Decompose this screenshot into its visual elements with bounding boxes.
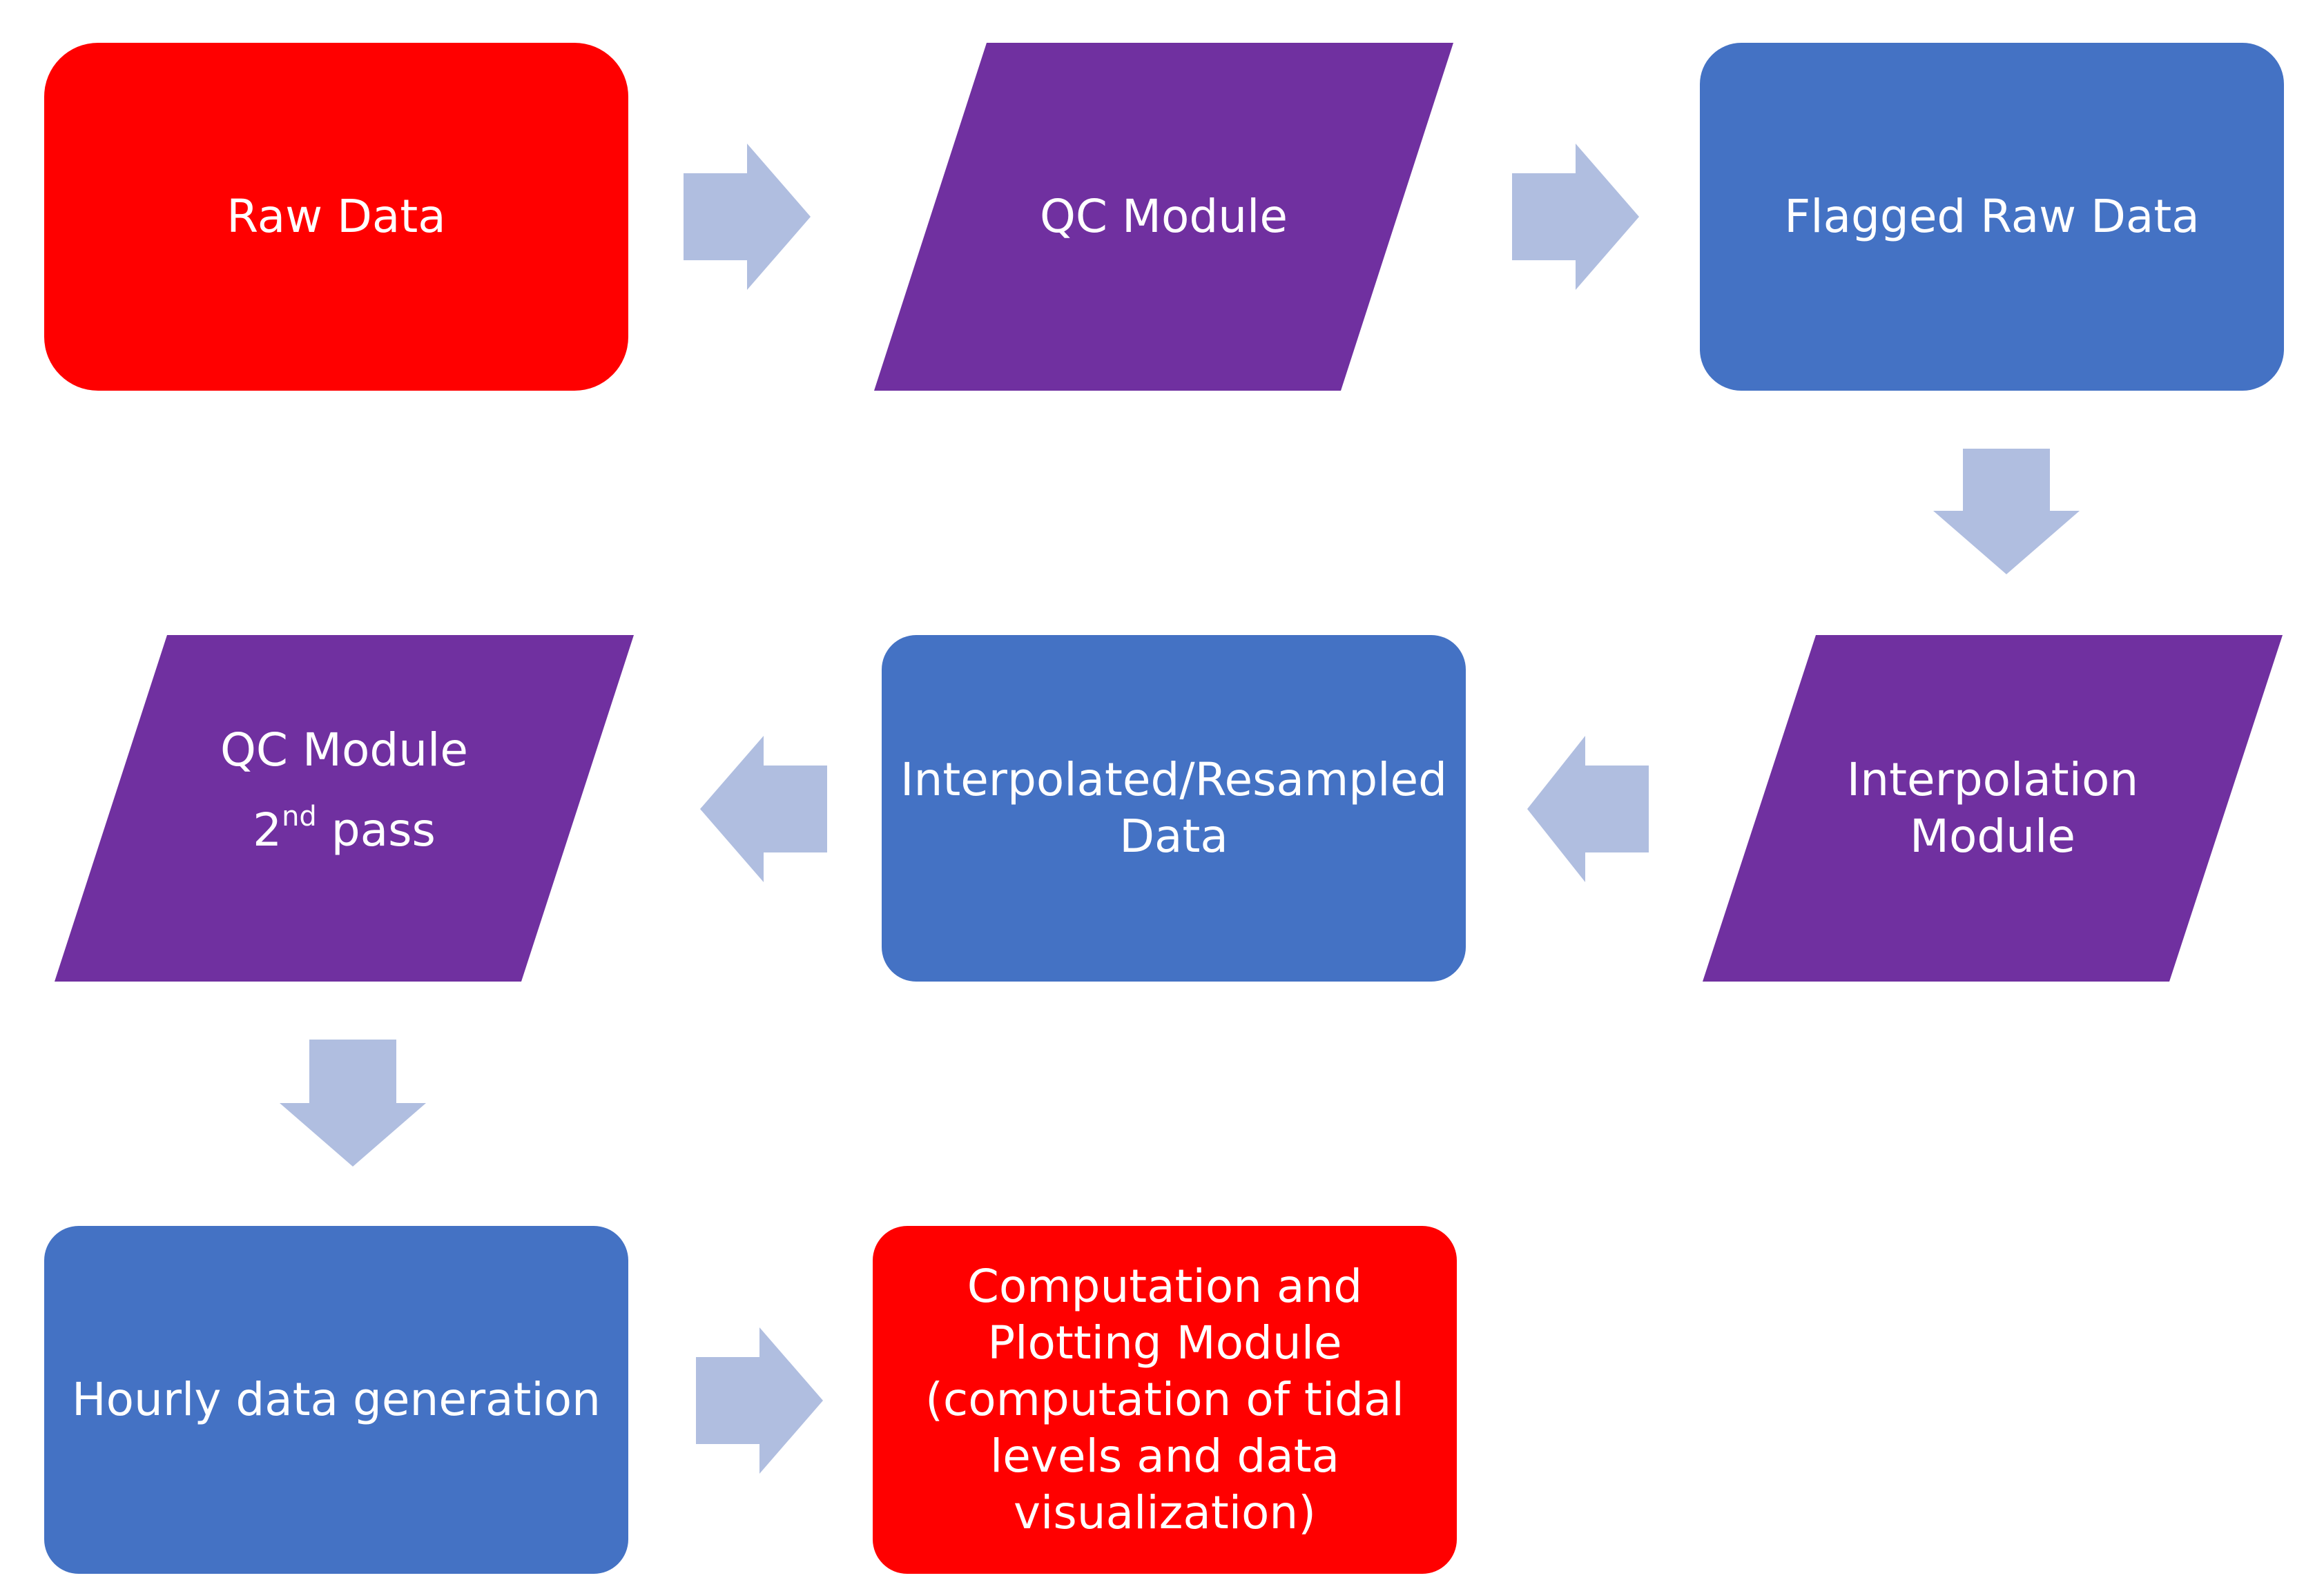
raw-data-box <box>44 43 628 391</box>
arrow-right-icon <box>684 144 811 290</box>
qc-module-shape <box>874 43 1453 391</box>
flagged-raw-data-label: Flagged Raw Data <box>1784 190 2200 243</box>
interpolated-resampled-data-label: Interpolated/Resampled Data <box>900 753 1447 863</box>
qc-module-2nd-pass-label: QC Module 2nd pass <box>55 723 634 857</box>
qc-module-2nd-pass-shape <box>55 635 634 982</box>
arrow-right-icon <box>1512 144 1639 290</box>
flagged-raw-data-box <box>1700 43 2284 391</box>
computation-plotting-module-label: Computation and Plotting Module (computa… <box>925 1260 1404 1539</box>
interpolation-module-label: Interpolation Module <box>1846 753 2139 863</box>
arrow-down-icon <box>280 1040 426 1167</box>
raw-data-label: Raw Data <box>226 190 446 243</box>
interpolation-module-shape <box>1703 635 2283 982</box>
arrow-right-icon <box>696 1327 823 1474</box>
computation-plotting-module-box <box>873 1226 1457 1574</box>
arrow-left-icon <box>700 736 827 882</box>
pass-label: 2nd pass <box>253 801 436 857</box>
arrow-down-icon <box>1933 449 2080 574</box>
arrow-left-icon <box>1527 736 1649 882</box>
hourly-data-generation-box <box>44 1226 628 1574</box>
hourly-data-generation-label: Hourly data generation <box>72 1373 601 1426</box>
qc-module-label: QC Module <box>1039 190 1288 243</box>
interpolated-resampled-data-box <box>882 635 1466 982</box>
